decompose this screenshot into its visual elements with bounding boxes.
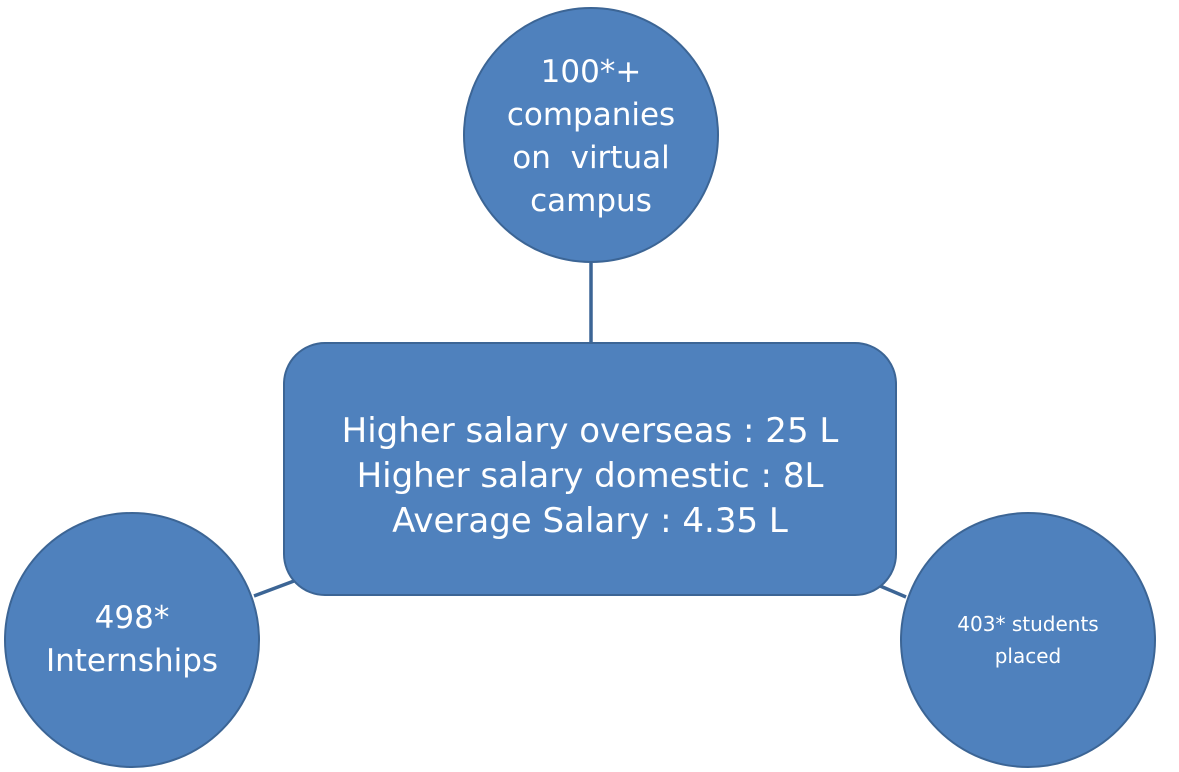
companies-line-1: 100*+ [540,54,642,90]
internships-line-2: Internships [45,643,219,679]
companies-line-2: companies [506,97,676,133]
placed-line-1: 403* students [957,612,1099,636]
salary-node: Higher salary overseas : 25 L Higher sal… [283,342,897,596]
placed-text: 403* students placed [957,608,1098,672]
placed-node: 403* students placed [900,512,1156,768]
salary-average: Average Salary : 4.35 L [392,500,788,541]
internships-text: 498* Internships [46,597,218,683]
salary-text: Higher salary overseas : 25 L Higher sal… [342,409,839,544]
companies-line-3: on virtual [512,140,670,176]
companies-line-4: campus [530,183,652,219]
companies-node: 100*+ companies on virtual campus [463,7,719,263]
companies-text: 100*+ companies on virtual campus [507,51,675,223]
internships-node: 498* Internships [4,512,260,768]
internships-line-1: 498* [94,600,170,636]
placed-line-2: placed [994,644,1062,668]
salary-domestic: Higher salary domestic : 8L [356,455,824,496]
salary-overseas: Higher salary overseas : 25 L [341,410,839,451]
